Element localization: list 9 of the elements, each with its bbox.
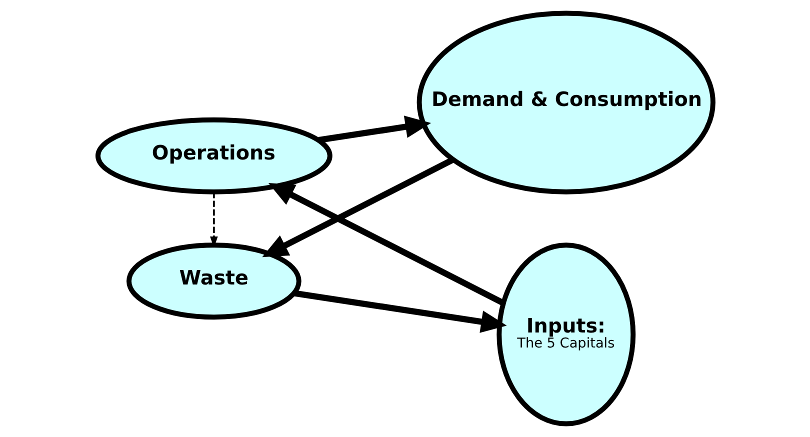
- node-ellipse: Waste: [126, 242, 301, 320]
- node-ellipse: Demand & Consumption: [416, 10, 715, 194]
- arrow: [318, 116, 431, 144]
- arrow: [210, 192, 218, 248]
- arrow: [293, 290, 506, 333]
- node-ellipse: Operations: [94, 117, 332, 194]
- arrow: [268, 183, 504, 306]
- node-ellipse: Inputs: The 5 Capitals: [496, 242, 636, 426]
- arrow: [262, 156, 454, 258]
